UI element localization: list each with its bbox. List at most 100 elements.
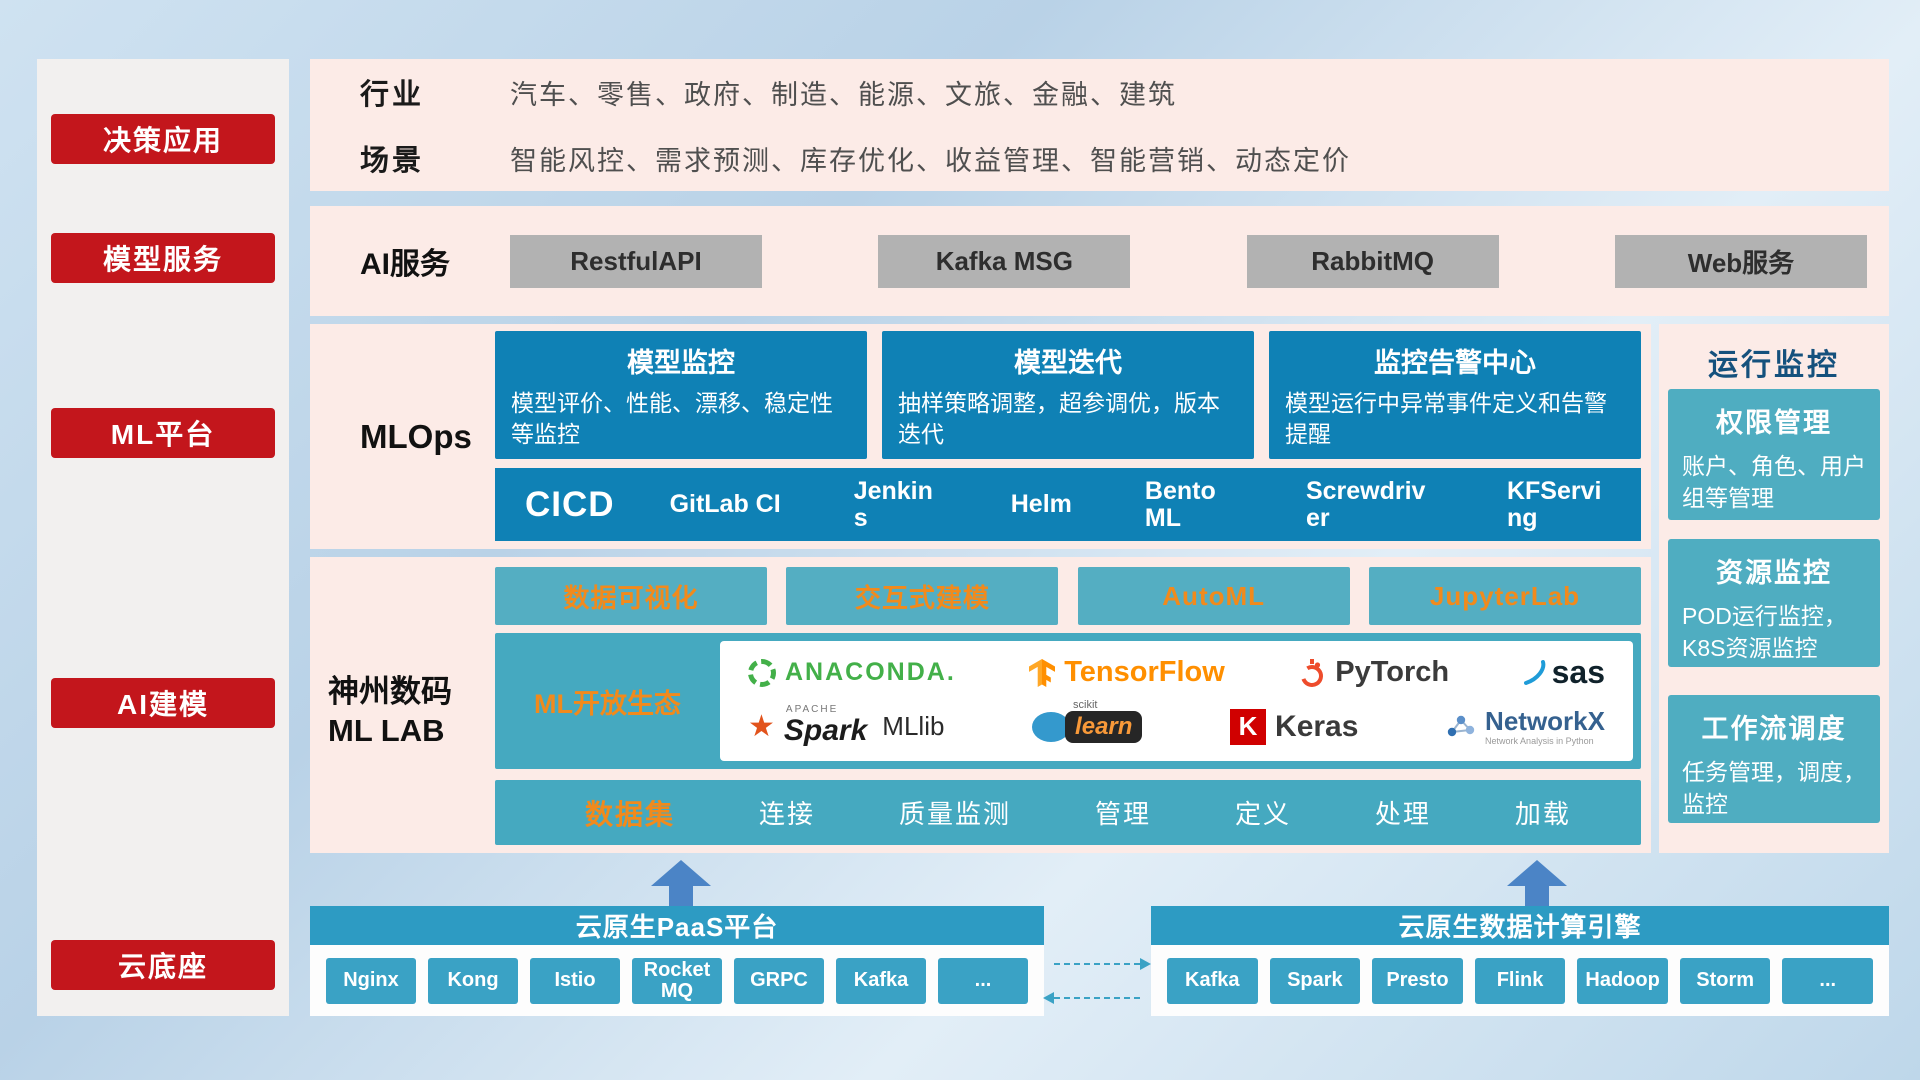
- networkx-subtitle: Network Analysis in Python: [1485, 735, 1594, 746]
- paas-chip-strip: Nginx Kong Istio RocketMQ GRPC Kafka ...: [310, 945, 1044, 1016]
- paas-bar-title: 云原生PaaS平台: [310, 906, 1044, 945]
- spark-wordmark: Spark: [783, 713, 868, 747]
- scene-value: 智能风控、需求预测、库存优化、收益管理、智能营销、动态定价: [510, 145, 1351, 176]
- left-sidebar: 决策应用 模型服务 ML平台 AI建模 云底座: [37, 59, 289, 1016]
- keras-icon: K: [1230, 708, 1267, 745]
- runtime-monitor-title: 运行监控: [1708, 349, 1840, 382]
- sas-wordmark: sas: [1551, 654, 1605, 691]
- automl-chip: AutoML: [1077, 567, 1350, 625]
- dataset-label: 数据集: [585, 798, 676, 830]
- scikit-learn-pill: scikit learn: [1065, 699, 1143, 743]
- up-arrow-paas: [651, 860, 711, 906]
- spark-wordmark-wrap: APACHE Spark: [783, 704, 868, 748]
- card-desc: 任务管理，调度，监控: [1682, 759, 1866, 818]
- networkx-icon: [1447, 715, 1475, 736]
- ai-service-band: AI服务 RestfulAPI Kafka MSG RabbitMQ Web服务: [310, 206, 1889, 316]
- kafka-chip: Kafka: [836, 957, 926, 1004]
- ai-service-label: AI服务: [360, 248, 450, 281]
- mllab-label: 神州数码 ML LAB: [328, 673, 452, 751]
- industry-scene-band: 行业 汽车、零售、政府、制造、能源、文旅、金融、建筑 场景 智能风控、需求预测、…: [310, 59, 1889, 191]
- arrow-stem: [669, 886, 693, 906]
- anaconda-icon: [748, 658, 776, 687]
- rabbitmq-chip: RabbitMQ: [1246, 234, 1499, 288]
- mlops-band: MLOps 模型监控 模型评价、性能、漂移、稳定性等监控 模型迭代 抽样策略调整…: [310, 324, 1651, 549]
- pytorch-logo: PyTorch: [1298, 656, 1449, 689]
- ai-service-chips: RestfulAPI Kafka MSG RabbitMQ Web服务: [510, 234, 1867, 288]
- interactive-modeling-chip: 交互式建模: [786, 567, 1059, 625]
- card-title: 监控告警中心: [1374, 348, 1536, 378]
- engine-chip-strip: Kafka Spark Presto Flink Hadoop Storm ..…: [1151, 945, 1889, 1016]
- industry-value: 汽车、零售、政府、制造、能源、文旅、金融、建筑: [510, 79, 1177, 110]
- kafka-engine-chip: Kafka: [1167, 957, 1258, 1004]
- arrow-head: [1507, 860, 1567, 886]
- card-desc: 模型运行中异常事件定义和告警提醒: [1285, 390, 1607, 448]
- spark-mllib-logo: ★ APACHE Spark MLlib: [748, 704, 944, 748]
- workflow-scheduler-card: 工作流调度 任务管理，调度，监控: [1668, 695, 1880, 823]
- alert-center-card: 监控告警中心 模型运行中异常事件定义和告警提醒: [1269, 331, 1641, 459]
- sidebar-item-model-service: 模型服务: [51, 233, 275, 283]
- card-title: 工作流调度: [1701, 714, 1847, 744]
- industry-label: 行业: [360, 79, 425, 111]
- dataset-item-connect: 连接: [758, 799, 815, 829]
- istio-chip: Istio: [530, 957, 620, 1004]
- logo-row-2: ★ APACHE Spark MLlib scikit learn: [748, 699, 1605, 748]
- card-desc: 模型评价、性能、漂移、稳定性等监控: [511, 390, 833, 448]
- ml-ecosystem-box: ML开放生态 ANACONDA. TensorFlow: [495, 633, 1641, 769]
- mllab-label-line2: ML LAB: [328, 712, 445, 748]
- tensorflow-wordmark: TensorFlow: [1064, 656, 1225, 689]
- sidebar-item-ml-platform: ML平台: [51, 408, 275, 458]
- dashed-arrow-left: [1043, 992, 1140, 1004]
- card-desc: 账户、角色、用户组等管理: [1682, 453, 1866, 512]
- sas-logo: sas: [1523, 654, 1605, 691]
- data-visualization-chip: 数据可视化: [495, 567, 767, 625]
- tensorflow-icon: [1029, 658, 1056, 687]
- sas-icon: [1523, 659, 1545, 685]
- arrow-head: [651, 860, 711, 886]
- pytorch-icon: [1301, 658, 1324, 687]
- sidebar-item-ai-modeling: AI建模: [51, 678, 275, 728]
- more-engine-chip: ...: [1782, 957, 1874, 1004]
- presto-chip: Presto: [1372, 957, 1463, 1004]
- sidebar-item-decision-apps: 决策应用: [51, 114, 275, 164]
- more-chip: ...: [938, 957, 1028, 1004]
- card-title: 模型监控: [627, 348, 735, 378]
- cicd-item-bentoml: BentoML: [1144, 477, 1216, 532]
- scikit-learn-logo: scikit learn: [1032, 699, 1143, 743]
- cicd-item-helm: Helm: [1010, 490, 1072, 519]
- cicd-item-screwdriver: Screwdriver: [1305, 477, 1426, 532]
- card-title: 模型迭代: [1014, 348, 1122, 378]
- mllab-label-line1: 神州数码: [328, 674, 452, 709]
- keras-wordmark: Keras: [1275, 709, 1359, 743]
- mllab-tools-row: 数据可视化 交互式建模 AutoML JupyterLab: [495, 567, 1641, 625]
- spark-engine-chip: Spark: [1269, 957, 1361, 1004]
- cicd-items: GitLab CI Jenkins Helm BentoML Screwdriv…: [670, 478, 1611, 531]
- kafka-msg-chip: Kafka MSG: [878, 234, 1131, 288]
- dataset-bar: 数据集 连接 质量监测 管理 定义 处理 加载: [495, 780, 1641, 845]
- model-iteration-card: 模型迭代 抽样策略调整，超参调优，版本迭代: [882, 331, 1254, 459]
- mllab-band: 神州数码 ML LAB 数据可视化 交互式建模 AutoML JupyterLa…: [310, 557, 1651, 853]
- cicd-bar: CICD GitLab CI Jenkins Helm BentoML Scre…: [495, 468, 1641, 541]
- cicd-item-jenkins: Jenkins: [853, 477, 933, 532]
- nginx-chip: Nginx: [326, 957, 416, 1004]
- permission-management-card: 权限管理 账户、角色、用户组等管理: [1668, 389, 1880, 520]
- logo-row-1: ANACONDA. TensorFlow: [748, 654, 1605, 691]
- scene-row: 场景 智能风控、需求预测、库存优化、收益管理、智能营销、动态定价: [310, 125, 1889, 191]
- mlops-label: MLOps: [360, 417, 472, 455]
- networkx-logo: NetworkX Network Analysis in Python: [1446, 708, 1605, 746]
- anaconda-logo: ANACONDA.: [748, 658, 956, 687]
- up-arrow-engine: [1507, 860, 1567, 906]
- card-desc: 抽样策略调整，超参调优，版本迭代: [898, 390, 1220, 448]
- grpc-chip: GRPC: [734, 957, 824, 1004]
- scikit-label: scikit: [1073, 698, 1098, 711]
- networkx-wordmark: NetworkX: [1485, 705, 1605, 736]
- model-monitor-card: 模型监控 模型评价、性能、漂移、稳定性等监控: [495, 331, 867, 459]
- ml-ecosystem-label: ML开放生态: [534, 688, 681, 719]
- arrow-stem: [1525, 886, 1549, 906]
- jupyterlab-chip: JupyterLab: [1368, 567, 1641, 625]
- card-desc: POD运行监控，K8S资源监控: [1682, 603, 1847, 662]
- runtime-monitor-column: 运行监控 权限管理 账户、角色、用户组等管理 资源监控 POD运行监控，K8S资…: [1659, 324, 1889, 853]
- industry-row: 行业 汽车、零售、政府、制造、能源、文旅、金融、建筑: [310, 59, 1889, 125]
- card-title: 权限管理: [1716, 408, 1832, 438]
- tensorflow-logo: TensorFlow: [1029, 656, 1225, 689]
- dataset-item-quality: 质量监测: [898, 799, 1011, 829]
